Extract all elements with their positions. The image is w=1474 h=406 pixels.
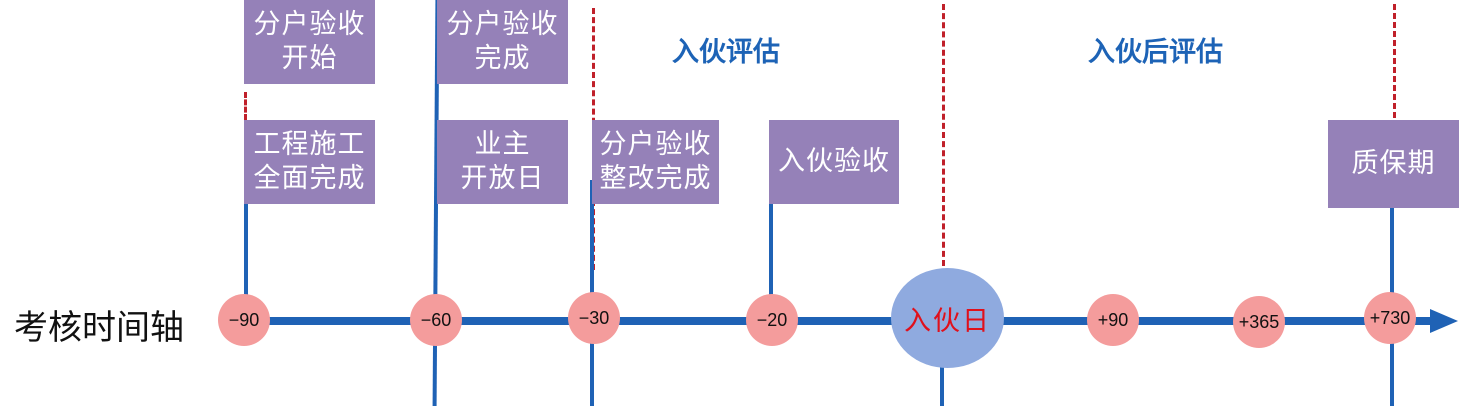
node-plus-365: +365 — [1233, 296, 1285, 348]
milestone-unit-rectification-complete: 分户验收 整改完成 — [592, 120, 719, 204]
milestone-unit-inspection-complete: 分户验收 完成 — [437, 0, 568, 84]
time-axis — [232, 317, 1432, 325]
divider-move-in-day — [942, 4, 945, 266]
stem-move-in-day — [940, 360, 944, 406]
axis-title: 考核时间轴 — [14, 308, 184, 348]
node-minus-90: −90 — [218, 294, 270, 346]
milestone-owner-open-day: 业主 开放日 — [437, 120, 568, 204]
milestone-warranty-period: 质保期 — [1328, 120, 1459, 208]
milestone-move-in-acceptance: 入伙验收 — [769, 120, 899, 204]
node-minus-20: −20 — [746, 294, 798, 346]
node-plus-90: +90 — [1087, 294, 1139, 346]
divider-minus-90 — [244, 92, 247, 120]
phase-label-post-move-in: 入伙后评估 — [1088, 37, 1223, 68]
node-move-in-day: 入伙日 — [891, 268, 1004, 368]
milestone-construction-complete: 工程施工 全面完成 — [244, 120, 375, 204]
node-plus-730: +730 — [1364, 292, 1416, 344]
node-minus-30: −30 — [568, 292, 620, 344]
stem-minus-90 — [244, 200, 248, 300]
stem-minus-20 — [769, 200, 773, 300]
node-minus-60: −60 — [410, 294, 462, 346]
axis-arrow-icon — [1430, 309, 1458, 333]
divider-plus-730 — [1393, 4, 1396, 118]
phase-label-move-in: 入伙评估 — [672, 37, 780, 68]
milestone-unit-inspection-start: 分户验收 开始 — [244, 0, 375, 84]
